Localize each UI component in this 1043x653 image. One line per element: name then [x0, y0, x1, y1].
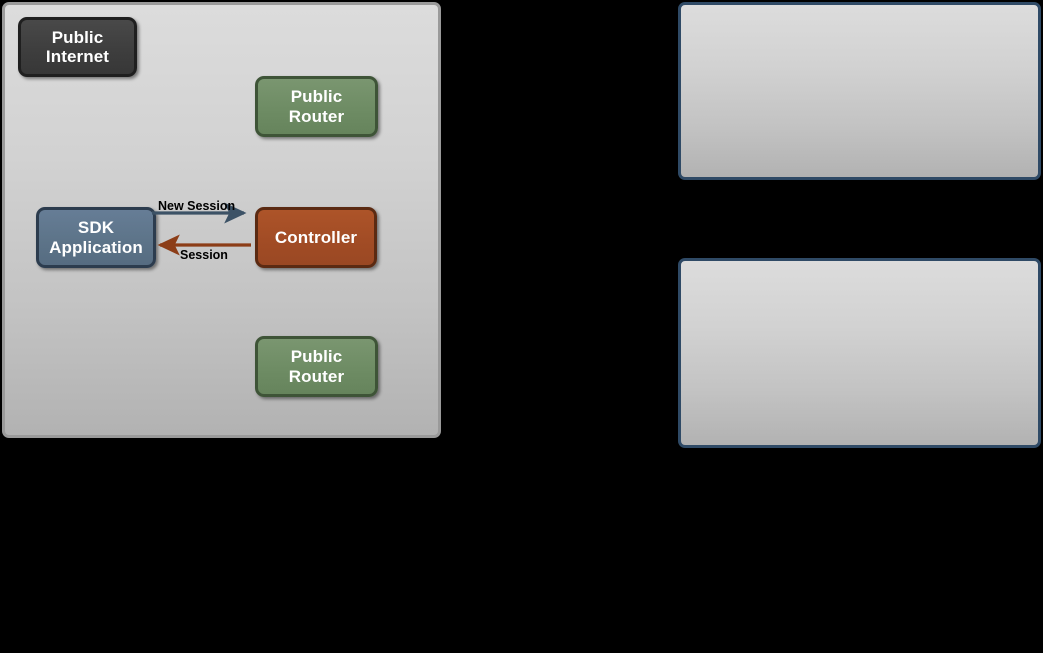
node-controller[interactable]: Controller: [255, 207, 377, 268]
node-public-router-top[interactable]: Public Router: [255, 76, 378, 137]
node-public-internet-label: Public Internet: [45, 27, 110, 66]
edge-label-session: Session: [180, 248, 228, 262]
node-public-internet[interactable]: Public Internet: [18, 17, 137, 77]
public-network-panel: Public Internet Public Router SDK Applic…: [2, 2, 441, 438]
edge-label-new-session: New Session: [158, 199, 236, 213]
node-public-router-bottom-label: Public Router: [288, 347, 345, 386]
diagram-canvas: Public Internet Public Router SDK Applic…: [0, 0, 1043, 450]
node-sdk-application[interactable]: SDK Application: [36, 207, 156, 268]
private-network-1-panel: Private Network 1 Private Router Applica…: [678, 2, 1041, 180]
node-sdk-application-label: SDK Application: [49, 218, 143, 257]
node-controller-label: Controller: [274, 227, 358, 247]
node-public-router-bottom[interactable]: Public Router: [255, 336, 378, 397]
private-network-2-panel: Private Network 2 Private Router Applica…: [678, 258, 1041, 448]
node-public-router-top-label: Public Router: [288, 87, 345, 126]
